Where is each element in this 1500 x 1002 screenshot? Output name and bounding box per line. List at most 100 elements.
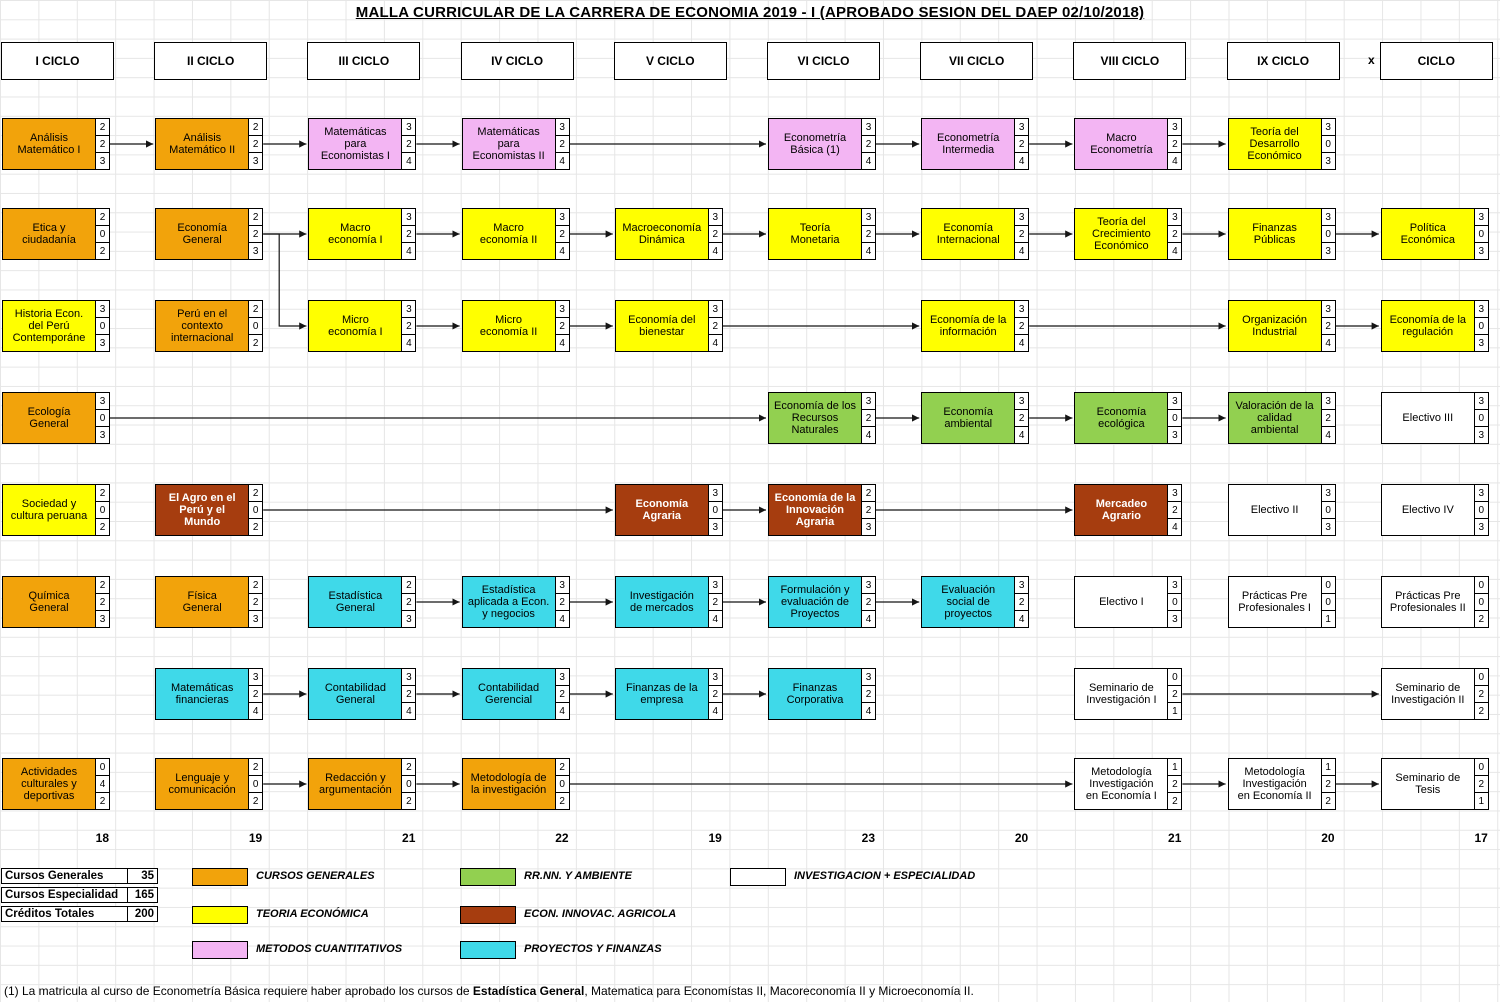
credit-cell: 3 [1014, 118, 1030, 136]
page-title: MALLA CURRICULAR DE LA CARRERA DE ECONOM… [355, 4, 1145, 21]
cycle-header: III CICLO [307, 42, 421, 80]
credit-cell: 4 [554, 242, 570, 260]
credit-cell: 3 [707, 300, 723, 318]
credit-cell: 2 [248, 518, 264, 536]
credit-cell: 0 [1473, 593, 1489, 611]
credit-cell: 3 [1473, 426, 1489, 444]
credit-cell: 2 [401, 593, 417, 611]
credit-cell: 2 [554, 758, 570, 776]
course-box-agro: El Agro en el Perú y el Mundo [155, 484, 250, 536]
credit-cell: 2 [1167, 775, 1183, 793]
course-box-einf: Economía de la información [921, 300, 1016, 352]
credit-cell: 4 [861, 242, 876, 260]
credit-cell: 0 [401, 775, 417, 793]
credit-cell: 2 [1014, 135, 1030, 153]
credit-cell: 2 [248, 758, 264, 776]
credit-cell: 3 [1320, 484, 1336, 502]
credit-cell: 3 [554, 208, 570, 226]
credit-cell: 2 [554, 225, 570, 243]
credit-cell: 3 [248, 152, 264, 170]
credit-cell: 2 [1473, 702, 1489, 720]
cycle-header: VI CICLO [767, 42, 880, 80]
credit-cell: 3 [554, 576, 570, 594]
cycle-header: V CICLO [613, 42, 727, 80]
credit-cell: 3 [95, 610, 110, 628]
credit-cell: 2 [248, 593, 264, 611]
credit-cell: 2 [1167, 501, 1183, 519]
credit-cell: 2 [861, 225, 876, 243]
course-box-leng: Lenguaje y comunicación [155, 758, 250, 810]
credit-cell: 3 [707, 208, 723, 226]
legend-label: INVESTIGACION + ESPECIALIDAD [794, 870, 976, 882]
credit-cell: 2 [95, 792, 110, 810]
credit-cell: 3 [861, 668, 876, 686]
credit-cell: 4 [861, 152, 876, 170]
course-box-soci: Sociedad y cultura peruana [2, 484, 96, 536]
credit-cell: 4 [707, 610, 723, 628]
course-box-estg: Estadística General [308, 576, 403, 628]
course-box-femp: Finanzas de la empresa [614, 668, 709, 720]
prerequisite-arrow [263, 233, 307, 330]
credit-cell: 4 [707, 334, 723, 352]
footnote: (1) La matricula al curso de Econometría… [4, 984, 974, 998]
credit-cell: 3 [248, 242, 264, 260]
credit-cell: 2 [1320, 792, 1336, 810]
credit-cell: 2 [707, 225, 723, 243]
course-box-el3: Electivo III [1380, 392, 1475, 444]
credit-cell: 0 [248, 775, 264, 793]
credit-cell: 3 [1473, 242, 1489, 260]
credit-cell: 2 [1014, 593, 1030, 611]
credit-cell: 3 [1320, 152, 1336, 170]
credit-cell: 2 [861, 135, 876, 153]
credit-cell: 4 [707, 702, 723, 720]
credit-cell: 2 [861, 501, 876, 519]
credit-cell: 0 [95, 317, 110, 335]
course-box-ecint: Econometría Intermedia [921, 118, 1016, 170]
credit-cell: 3 [1320, 242, 1336, 260]
credit-cell: 2 [401, 225, 417, 243]
course-box-mpe2: Matemáticas para Economistas II [461, 118, 556, 170]
course-box-el2: Electivo II [1227, 484, 1322, 536]
course-box-estap: Estadística aplicada a Econ. y negocios [461, 576, 556, 628]
credit-cell: 3 [401, 668, 417, 686]
summary-value: 165 [128, 887, 158, 903]
credit-cell: 3 [1473, 518, 1489, 536]
legend-swatch-metodos [192, 941, 248, 959]
credit-cell: 0 [554, 775, 570, 793]
credit-cell: 4 [1014, 152, 1030, 170]
credit-cell: 3 [1167, 392, 1183, 410]
legend-swatch-rrnn [460, 868, 516, 886]
credit-cell: 0 [1473, 668, 1489, 686]
credit-cell: 4 [861, 702, 876, 720]
credit-cell: 2 [95, 518, 110, 536]
credit-cell: 3 [1320, 208, 1336, 226]
credit-cell: 4 [1014, 426, 1030, 444]
credit-cell: 3 [707, 518, 723, 536]
course-box-ppp1: Prácticas Pre Profesionales I [1227, 576, 1322, 628]
credit-cell: 3 [401, 610, 417, 628]
credit-cell: 4 [554, 610, 570, 628]
course-box-mac2: Macro economía II [461, 208, 556, 260]
course-box-acti: Actividades culturales y deportivas [2, 758, 96, 810]
credit-cell: 4 [1014, 242, 1030, 260]
credit-cell: 0 [1320, 501, 1336, 519]
credit-cell: 3 [707, 484, 723, 502]
cycle-total: 20 [1321, 831, 1335, 845]
credit-cell: 2 [95, 484, 110, 502]
credit-cell: 3 [95, 392, 110, 410]
course-box-meto: Metodología de la investigación [461, 758, 556, 810]
